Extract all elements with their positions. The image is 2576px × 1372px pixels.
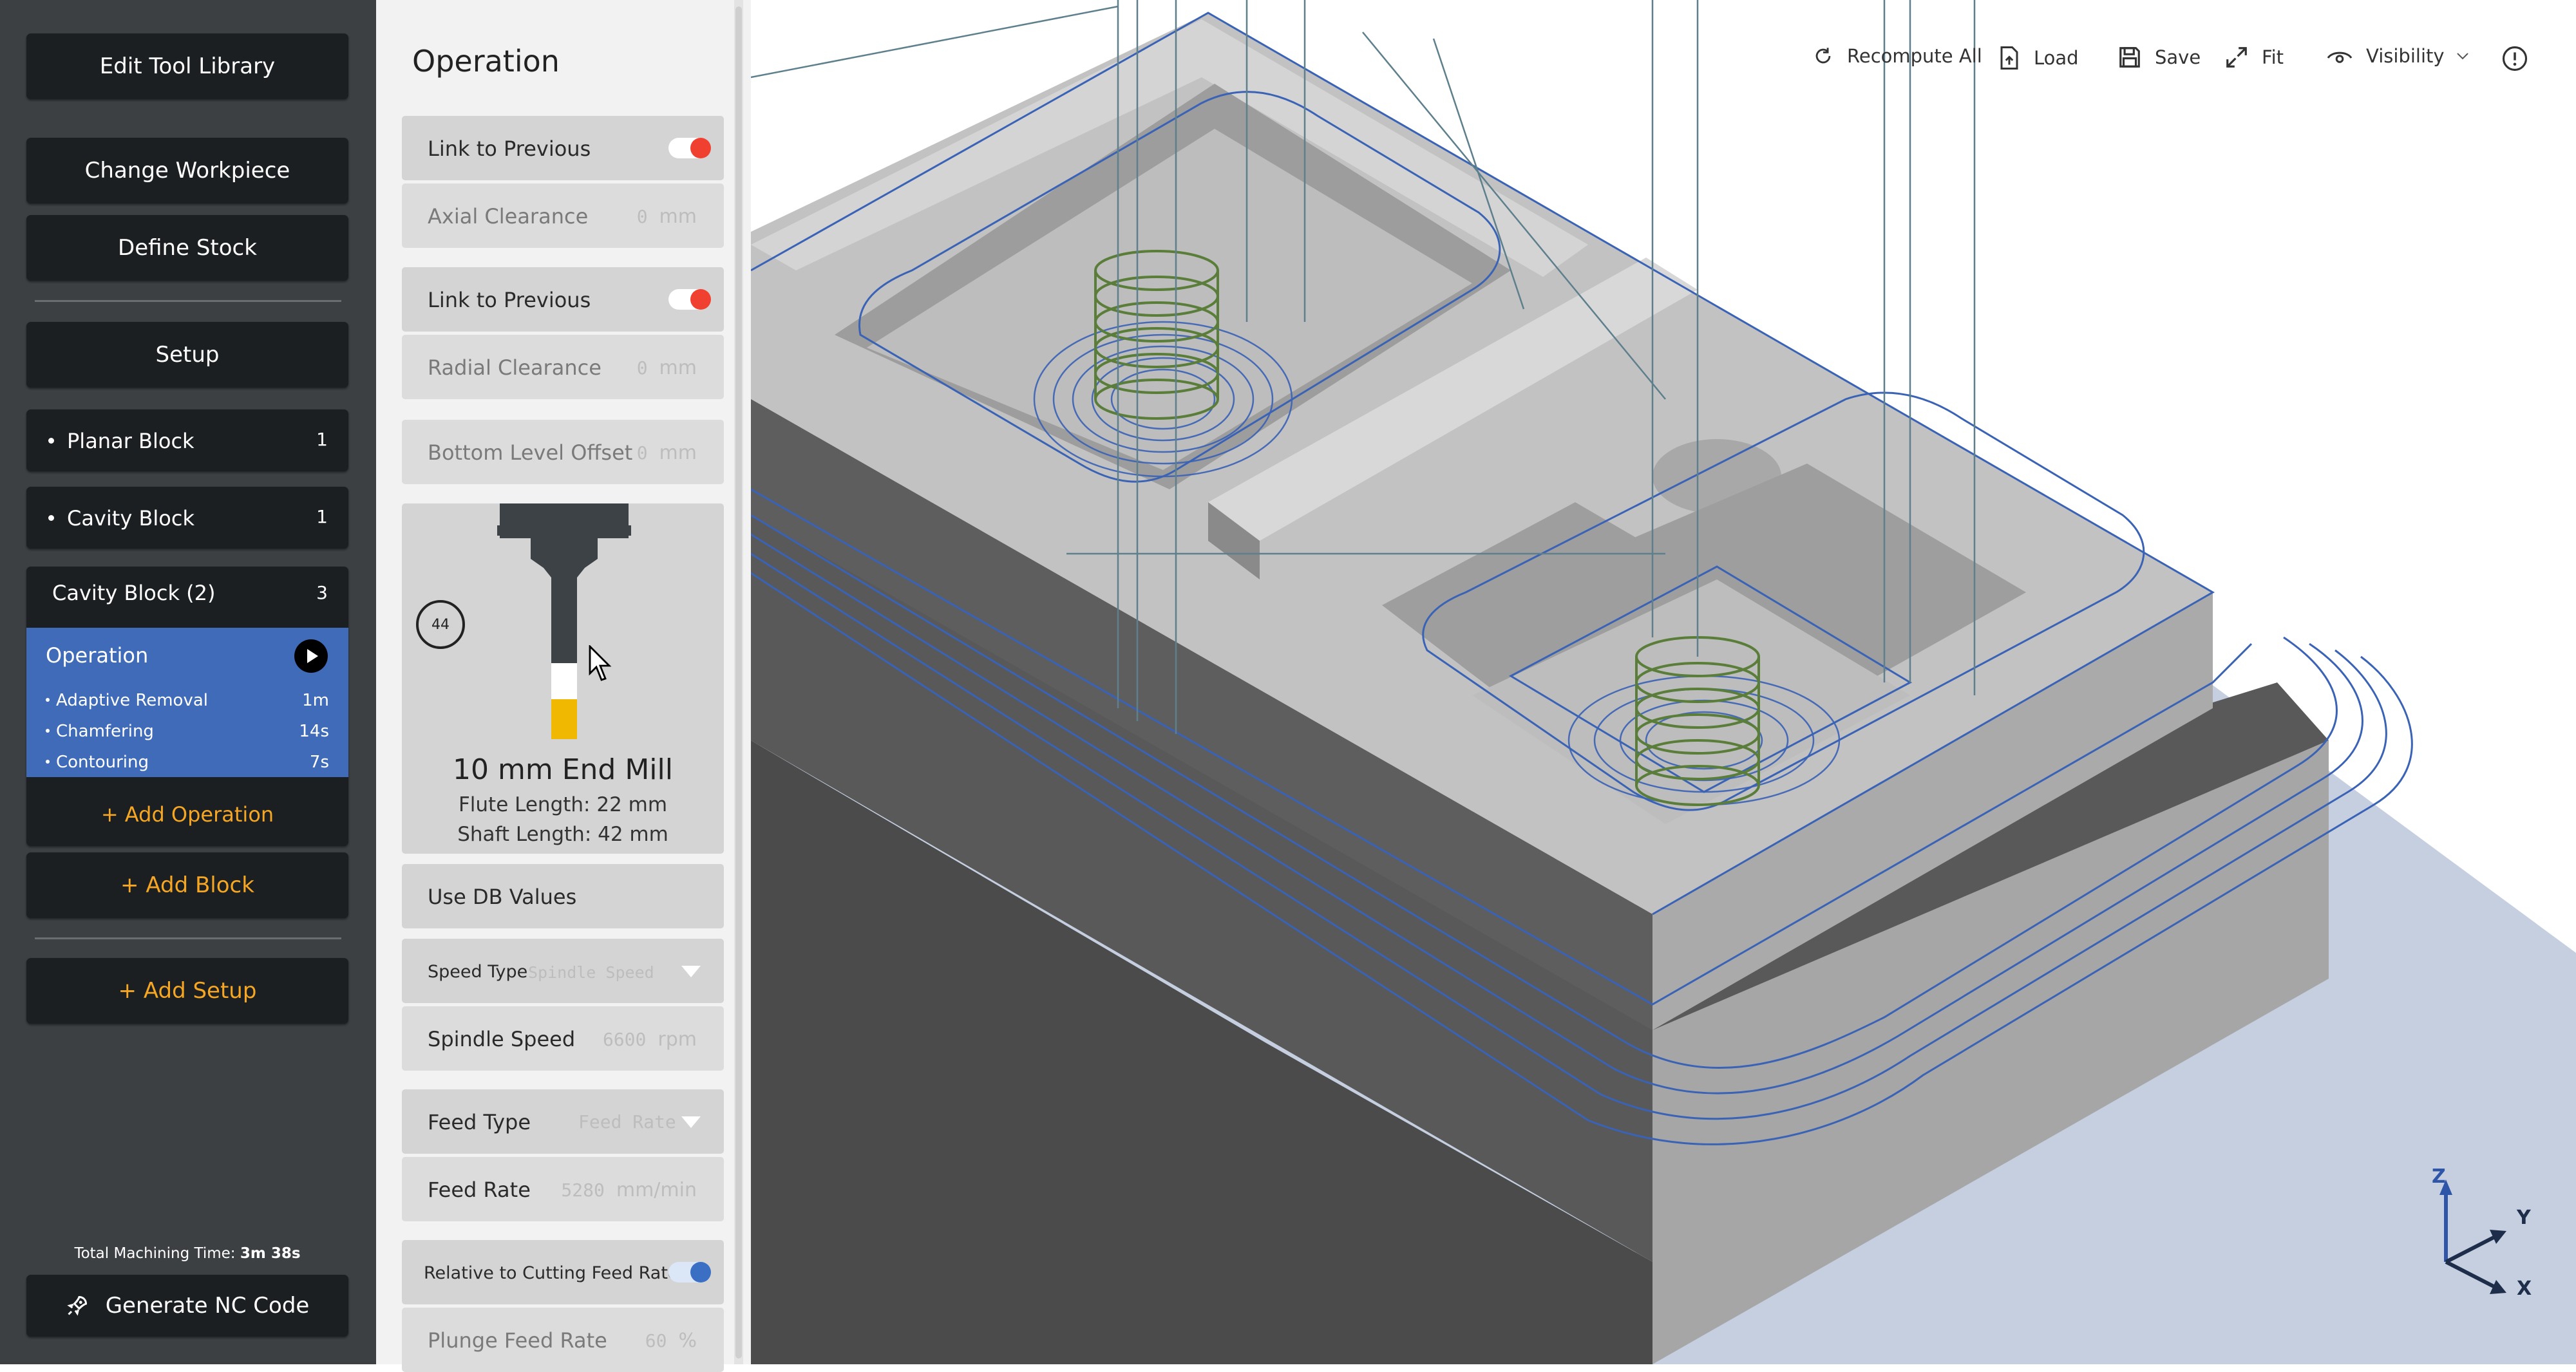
speed-type-select[interactable]: Speed Type Spindle Speed bbox=[402, 939, 724, 1003]
block-count: 1 bbox=[316, 506, 328, 527]
play-icon[interactable] bbox=[294, 639, 328, 673]
link-previous-toggle-2[interactable]: Link to Previous bbox=[402, 267, 724, 332]
divider bbox=[35, 300, 341, 302]
shaft-length: Shaft Length: 42 mm bbox=[457, 823, 668, 846]
scrollbar[interactable] bbox=[734, 0, 743, 1364]
block-cavity-2: Cavity Block (2) 3 Operation Adaptive Re… bbox=[26, 567, 348, 846]
bullet-icon bbox=[48, 514, 54, 521]
expand-icon bbox=[2226, 47, 2247, 68]
tool-card[interactable]: 44 10 mm End Mill Flute Length: 22 mm Sh… bbox=[402, 503, 724, 854]
edit-tool-library-button[interactable]: Edit Tool Library bbox=[26, 33, 348, 99]
setup-button[interactable]: Setup bbox=[26, 322, 348, 388]
cursor-icon bbox=[589, 645, 612, 681]
info-button[interactable] bbox=[2501, 45, 2541, 72]
bullet-icon bbox=[46, 728, 50, 733]
visibility-dropdown[interactable]: Visibility bbox=[2326, 45, 2470, 67]
block-label: Cavity Block bbox=[67, 506, 194, 531]
axis-z-label: Z bbox=[2432, 1165, 2446, 1188]
block-planar[interactable]: Planar Block 1 bbox=[26, 409, 348, 471]
toggle-switch[interactable] bbox=[668, 289, 711, 310]
load-button[interactable]: Load bbox=[1998, 45, 2079, 71]
alert-circle-icon bbox=[2502, 46, 2528, 71]
tool-name: 10 mm End Mill bbox=[453, 753, 673, 786]
axis-y-label: Y bbox=[2517, 1207, 2531, 1229]
axis-x-label: X bbox=[2517, 1277, 2532, 1300]
chevron-down-icon bbox=[2456, 53, 2468, 60]
block-count: 3 bbox=[316, 582, 328, 603]
end-mill-icon bbox=[497, 503, 631, 739]
total-machining-time: Total Machining Time: 3m 38s bbox=[74, 1245, 301, 1262]
bullet-icon bbox=[48, 437, 54, 444]
add-operation-button[interactable]: + Add Operation bbox=[100, 802, 274, 827]
floppy-icon bbox=[2119, 47, 2140, 68]
operation-title: Operation bbox=[46, 643, 149, 668]
block-label[interactable]: Cavity Block (2) bbox=[52, 581, 216, 605]
use-db-values-button[interactable]: Use DB Values bbox=[402, 864, 724, 928]
operation-panel: Operation Link to Previous Axial Clearan… bbox=[376, 0, 751, 1372]
3d-viewport[interactable]: Recompute All Load Save Fit Visibility Z… bbox=[751, 0, 2576, 1364]
workpiece-render bbox=[751, 0, 2576, 1364]
block-cavity[interactable]: Cavity Block 1 bbox=[26, 487, 348, 549]
chevron-down-icon bbox=[681, 1116, 701, 1128]
eye-icon bbox=[2327, 52, 2353, 63]
block-label: Planar Block bbox=[67, 429, 194, 453]
fit-button[interactable]: Fit bbox=[2224, 45, 2284, 70]
block-count: 1 bbox=[316, 429, 328, 450]
feed-type-select[interactable]: Feed Type Feed Rate bbox=[402, 1089, 724, 1154]
toggle-switch[interactable] bbox=[668, 138, 711, 158]
file-upload-icon bbox=[2000, 46, 2018, 70]
refresh-icon bbox=[1815, 48, 1831, 64]
divider bbox=[35, 937, 341, 939]
generate-nc-code-button[interactable]: Generate NC Code bbox=[26, 1275, 348, 1337]
add-setup-button[interactable]: + Add Setup bbox=[26, 958, 348, 1024]
recompute-all-button[interactable]: Recompute All bbox=[1812, 45, 1982, 67]
add-block-button[interactable]: + Add Block bbox=[26, 852, 348, 918]
bullet-icon bbox=[46, 759, 50, 764]
sidebar: Edit Tool Library Change Workpiece Defin… bbox=[0, 0, 376, 1364]
save-button[interactable]: Save bbox=[2117, 45, 2201, 70]
change-workpiece-button[interactable]: Change Workpiece bbox=[26, 138, 348, 203]
chevron-down-icon bbox=[681, 966, 701, 977]
tool-number-badge: 44 bbox=[416, 600, 465, 649]
toggle-switch[interactable] bbox=[668, 1262, 711, 1283]
flute-length: Flute Length: 22 mm bbox=[458, 793, 668, 816]
bullet-icon bbox=[46, 697, 50, 702]
panel-title: Operation bbox=[412, 44, 560, 79]
define-stock-button[interactable]: Define Stock bbox=[26, 215, 348, 281]
axis-triad-icon bbox=[2439, 1179, 2506, 1294]
rocket-icon bbox=[67, 1295, 87, 1316]
plunge-feed-rate-field[interactable]: Plunge Feed Rate 60% bbox=[402, 1308, 724, 1372]
relative-feed-toggle[interactable]: Relative to Cutting Feed Rate bbox=[402, 1240, 724, 1304]
link-previous-toggle-1[interactable]: Link to Previous bbox=[402, 116, 724, 180]
